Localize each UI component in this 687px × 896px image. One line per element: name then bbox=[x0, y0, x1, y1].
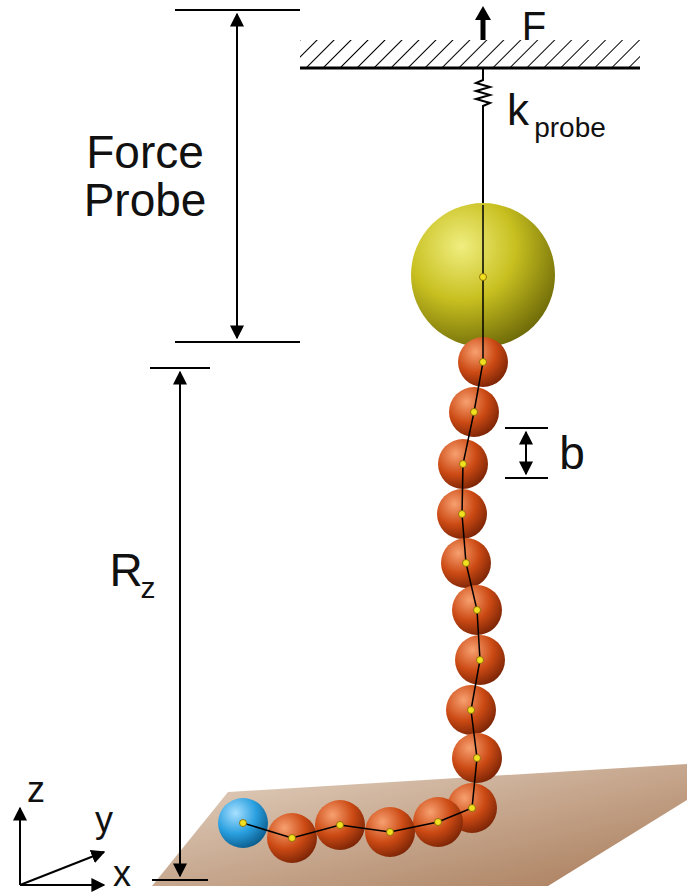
force-arrowhead bbox=[475, 6, 491, 20]
surface bbox=[152, 764, 687, 886]
bead-center bbox=[480, 359, 487, 366]
subscript-label: z bbox=[141, 572, 156, 604]
bead-center bbox=[474, 755, 481, 762]
bead-center bbox=[471, 409, 478, 416]
dimension-label: Force Probe bbox=[60, 128, 230, 225]
monomer-bead bbox=[446, 685, 496, 735]
monomer-bead bbox=[413, 797, 463, 847]
bead-center bbox=[477, 657, 484, 664]
bead-center bbox=[289, 835, 296, 842]
monomer-bead bbox=[267, 813, 317, 863]
polymer-chain bbox=[218, 205, 508, 863]
dimension-b bbox=[505, 428, 548, 478]
spring-constant-label: k bbox=[507, 87, 529, 133]
axis-label: x bbox=[113, 855, 131, 893]
bead-center bbox=[435, 819, 442, 826]
bead-center bbox=[468, 707, 475, 714]
axis-label: z bbox=[27, 771, 45, 809]
axes bbox=[20, 808, 104, 885]
force-label: F bbox=[522, 5, 546, 47]
bead-center bbox=[480, 274, 487, 281]
bond-length-label: b bbox=[559, 429, 585, 477]
monomer-bead bbox=[365, 807, 415, 857]
spring bbox=[476, 68, 490, 205]
bead-center bbox=[240, 820, 247, 827]
monomer-bead bbox=[455, 635, 505, 685]
bead-center bbox=[387, 829, 394, 836]
anchor-bead bbox=[218, 798, 268, 848]
bead-center bbox=[460, 461, 467, 468]
bead-center bbox=[469, 805, 476, 812]
bead-center bbox=[474, 607, 481, 614]
monomer-bead bbox=[452, 585, 502, 635]
axis-label: y bbox=[95, 801, 113, 839]
bead-center bbox=[459, 511, 466, 518]
hatched-support bbox=[300, 40, 640, 68]
monomer-bead bbox=[315, 800, 365, 850]
dimension-label: R bbox=[109, 546, 142, 594]
force-arrow bbox=[481, 18, 486, 40]
support-edge bbox=[300, 67, 640, 70]
dimension-rz bbox=[150, 368, 210, 880]
subscript-label: probe bbox=[534, 113, 606, 142]
bead-center bbox=[337, 822, 344, 829]
backbone-line bbox=[243, 205, 483, 838]
monomer-bead bbox=[449, 387, 499, 437]
bead-center bbox=[463, 560, 470, 567]
monomer-bead bbox=[452, 733, 502, 783]
monomer-bead bbox=[441, 538, 491, 588]
